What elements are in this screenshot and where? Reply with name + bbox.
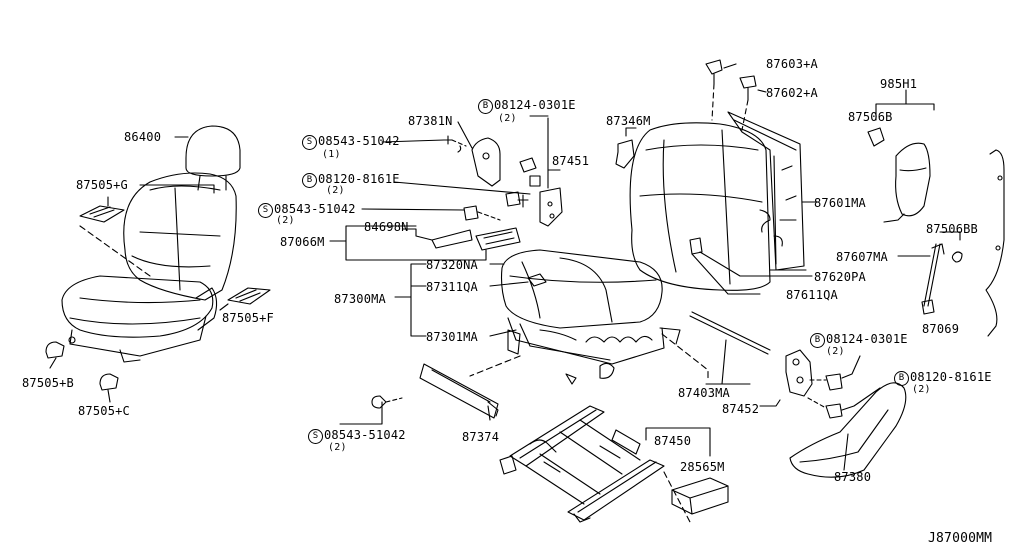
side-finisher — [789, 382, 907, 478]
b-marker-icon: B — [810, 333, 825, 348]
screw-s2-code: 08543-51042 — [274, 202, 356, 216]
part-87380: 87380 — [834, 470, 872, 484]
part-87374: 87374 — [462, 430, 500, 444]
bolt-b1-qty: (2) — [498, 113, 517, 124]
part-87381n: 87381N — [408, 114, 453, 128]
bolt-b4-qty: (2) — [912, 384, 931, 395]
bolt-b3-code: 08124-0301E — [826, 332, 908, 346]
part-86400: 86400 — [124, 130, 162, 144]
part-87506bb: 87506BB — [926, 222, 978, 236]
part-87505c: 87505+C — [78, 404, 130, 418]
center-parts — [329, 115, 563, 261]
part-87346m: 87346M — [606, 114, 651, 128]
part-87066m: 87066M — [280, 235, 325, 249]
part-87611qa: 87611QA — [786, 288, 838, 302]
part-87450: 87450 — [654, 434, 692, 448]
part-87300ma: 87300MA — [334, 292, 386, 306]
side-airbag-and-harness — [867, 89, 1005, 337]
part-87601ma: 87601MA — [814, 196, 866, 210]
s-marker-icon: S — [258, 203, 273, 218]
bolt-b3-qty: (2) — [826, 346, 845, 357]
complete-seat-illustration — [61, 125, 241, 363]
seat-slide-rails — [499, 405, 729, 523]
part-87311qa: 87311QA — [426, 280, 478, 294]
seat-back-assembly — [615, 59, 817, 295]
screw-s2-qty: (2) — [276, 215, 295, 226]
recliner-mechanism — [689, 311, 881, 419]
screw-s3-code: 08543-51042 — [324, 428, 406, 442]
leader-lines-left — [49, 136, 229, 403]
b-marker-icon: B — [302, 173, 317, 188]
part-87505g: 87505+G — [76, 178, 128, 192]
bolt-b2-qty: (2) — [326, 185, 345, 196]
part-84698n: 84698N — [364, 220, 409, 234]
b-marker-icon: B — [478, 99, 493, 114]
s-marker-icon: S — [302, 135, 317, 150]
s-marker-icon: S — [308, 429, 323, 444]
part-87505b: 87505+B — [22, 376, 74, 390]
part-87607ma: 87607MA — [836, 250, 888, 264]
bolt-b4-code: 08120-8161E — [910, 370, 992, 384]
bolt-b2-code: 08120-8161E — [318, 172, 400, 186]
part-87603a: 87603+A — [766, 57, 818, 71]
part-87602a: 87602+A — [766, 86, 818, 100]
part-87069: 87069 — [922, 322, 960, 336]
part-985h1: 985H1 — [880, 77, 918, 91]
part-87505f: 87505+F — [222, 311, 274, 325]
part-87506b: 87506B — [848, 110, 893, 124]
part-87620pa: 87620PA — [814, 270, 866, 284]
screw-s1-code: 08543-51042 — [318, 134, 400, 148]
part-87451: 87451 — [552, 154, 590, 168]
part-87403ma: 87403MA — [678, 386, 730, 400]
b-marker-icon: B — [894, 371, 909, 386]
part-87452: 87452 — [722, 402, 760, 416]
seat-cushion-assembly — [394, 249, 709, 385]
screw-s1-qty: (1) — [322, 149, 341, 160]
lower-finisher — [339, 363, 499, 425]
part-87301ma: 87301MA — [426, 330, 478, 344]
diagram-id: J87000MM — [928, 531, 993, 546]
part-28565m: 28565M — [680, 460, 725, 474]
bolt-b1-code: 08124-0301E — [494, 98, 576, 112]
screw-s3-qty: (2) — [328, 442, 347, 453]
part-87320na: 87320NA — [426, 258, 478, 272]
finisher-clips — [45, 205, 271, 391]
